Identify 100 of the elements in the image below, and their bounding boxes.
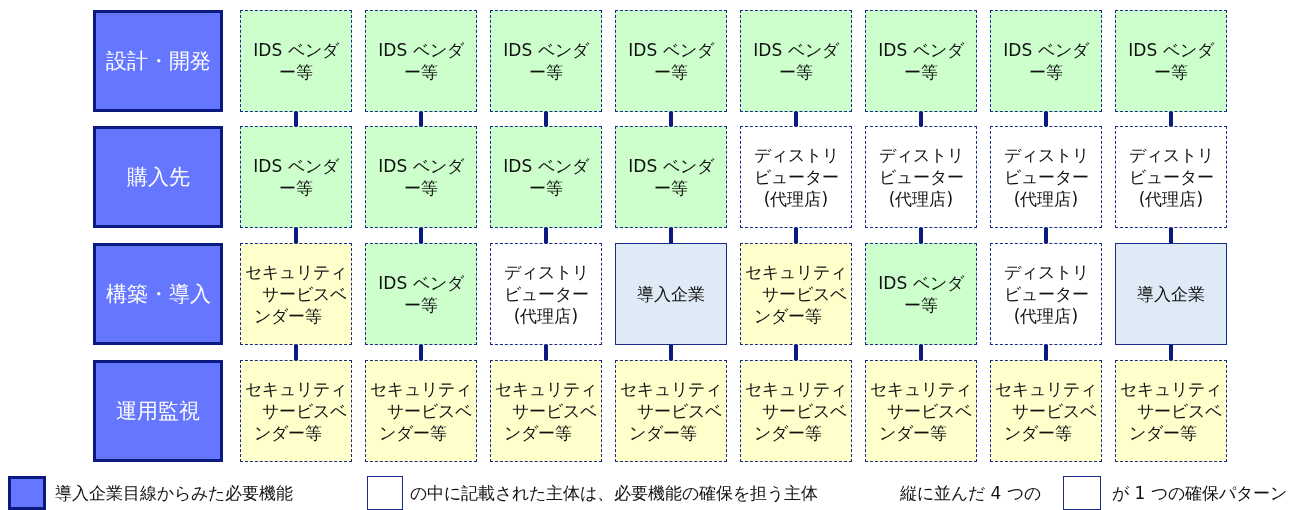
- entity-box: [1115, 360, 1227, 462]
- entity-label: IDS ベンダー等: [877, 272, 965, 316]
- connector-line: [294, 228, 298, 243]
- entity-label: IDS ベンダー等: [627, 39, 715, 83]
- entity-box: [990, 360, 1102, 462]
- connector-line: [544, 228, 548, 243]
- entity-label: ディストリビューター(代理店): [1127, 144, 1215, 210]
- entity-box: [615, 126, 727, 228]
- connector-line: [419, 112, 423, 126]
- connector-line: [544, 112, 548, 126]
- entity-label: セキュリティサービスベンダー等: [494, 378, 598, 444]
- entity-box: [740, 10, 852, 112]
- entity-box: [240, 243, 352, 345]
- entity-label: IDS ベンダー等: [377, 272, 465, 316]
- entity-box: [240, 126, 352, 228]
- entity-box: [240, 360, 352, 462]
- entity-label: IDS ベンダー等: [377, 39, 465, 83]
- connector-line: [544, 345, 548, 360]
- entity-box: [240, 10, 352, 112]
- entity-box: [490, 10, 602, 112]
- entity-label: セキュリティサービスベンダー等: [869, 378, 973, 444]
- entity-label: セキュリティサービスベンダー等: [1119, 378, 1223, 444]
- entity-box: [490, 126, 602, 228]
- connector-line: [669, 345, 673, 360]
- entity-label: セキュリティサービスベンダー等: [244, 261, 348, 327]
- entity-box: [615, 10, 727, 112]
- entity-box: [490, 360, 602, 462]
- entity-label: IDS ベンダー等: [502, 155, 590, 199]
- connector-line: [1169, 345, 1173, 360]
- stage-box: [93, 126, 223, 228]
- entity-box: [365, 126, 477, 228]
- connector-line: [919, 112, 923, 126]
- entity-box: [865, 243, 977, 345]
- stage-label: 購入先: [125, 166, 191, 188]
- entity-label: IDS ベンダー等: [377, 155, 465, 199]
- connector-line: [669, 112, 673, 126]
- entity-label: IDS ベンダー等: [1127, 39, 1215, 83]
- company-box: [615, 243, 727, 345]
- connector-line: [794, 228, 798, 243]
- entity-label: IDS ベンダー等: [252, 155, 340, 199]
- entity-label: IDS ベンダー等: [252, 39, 340, 83]
- entity-label: IDS ベンダー等: [502, 39, 590, 83]
- entity-box: [740, 243, 852, 345]
- company-box: [1115, 243, 1227, 345]
- connector-line: [794, 112, 798, 126]
- entity-label: IDS ベンダー等: [752, 39, 840, 83]
- connector-line: [919, 345, 923, 360]
- connector-line: [1169, 228, 1173, 243]
- entity-box: [990, 126, 1102, 228]
- entity-label: ディストリビューター(代理店): [877, 144, 965, 210]
- stage-box: [93, 360, 223, 462]
- connector-line: [294, 345, 298, 360]
- entity-box: [365, 243, 477, 345]
- note-text: が 1 つの確保パターン: [1112, 482, 1287, 505]
- stage-box: [93, 10, 223, 112]
- entity-box: [740, 360, 852, 462]
- entity-box: [740, 126, 852, 228]
- note-text: 縦に並んだ 4 つの: [900, 482, 1041, 505]
- stage-box: [93, 243, 223, 345]
- stage-label: 運用監視: [115, 400, 201, 422]
- entity-box: [865, 360, 977, 462]
- legend-label: 導入企業目線からみた必要機能: [55, 482, 293, 505]
- connector-line: [419, 345, 423, 360]
- entity-box: [365, 360, 477, 462]
- connector-line: [1044, 112, 1048, 126]
- entity-box: [365, 10, 477, 112]
- entity-label: ディストリビューター(代理店): [1002, 261, 1090, 327]
- connector-line: [1169, 112, 1173, 126]
- entity-label: 導入企業: [1136, 283, 1206, 305]
- entity-label: セキュリティサービスベンダー等: [244, 378, 348, 444]
- entity-label: ディストリビューター(代理店): [752, 144, 840, 210]
- entity-box: [865, 126, 977, 228]
- entity-label: セキュリティサービスベンダー等: [369, 378, 473, 444]
- entity-box: [1115, 10, 1227, 112]
- entity-label: ディストリビューター(代理店): [502, 261, 590, 327]
- entity-box: [1115, 126, 1227, 228]
- entity-box: [490, 243, 602, 345]
- entity-label: IDS ベンダー等: [1002, 39, 1090, 83]
- connector-line: [419, 228, 423, 243]
- entity-label: IDS ベンダー等: [877, 39, 965, 83]
- entity-box: [615, 360, 727, 462]
- connector-line: [294, 112, 298, 126]
- connector-line: [669, 228, 673, 243]
- entity-label: セキュリティサービスベンダー等: [744, 261, 848, 327]
- connector-line: [1044, 345, 1048, 360]
- entity-label: IDS ベンダー等: [627, 155, 715, 199]
- connector-line: [1044, 228, 1048, 243]
- connector-line: [919, 228, 923, 243]
- entity-label: ディストリビューター(代理店): [1002, 144, 1090, 210]
- entity-label: セキュリティサービスベンダー等: [994, 378, 1098, 444]
- entity-label: セキュリティサービスベンダー等: [619, 378, 723, 444]
- connector-line: [794, 345, 798, 360]
- entity-label: 導入企業: [636, 283, 706, 305]
- entity-box: [990, 10, 1102, 112]
- entity-box: [990, 243, 1102, 345]
- entity-label: セキュリティサービスベンダー等: [744, 378, 848, 444]
- stage-label: 設計・開発: [104, 50, 212, 72]
- stage-label: 構築・導入: [104, 283, 212, 305]
- entity-box: [865, 10, 977, 112]
- legend-label: の中に記載された主体は、必要機能の確保を担う主体: [410, 482, 818, 505]
